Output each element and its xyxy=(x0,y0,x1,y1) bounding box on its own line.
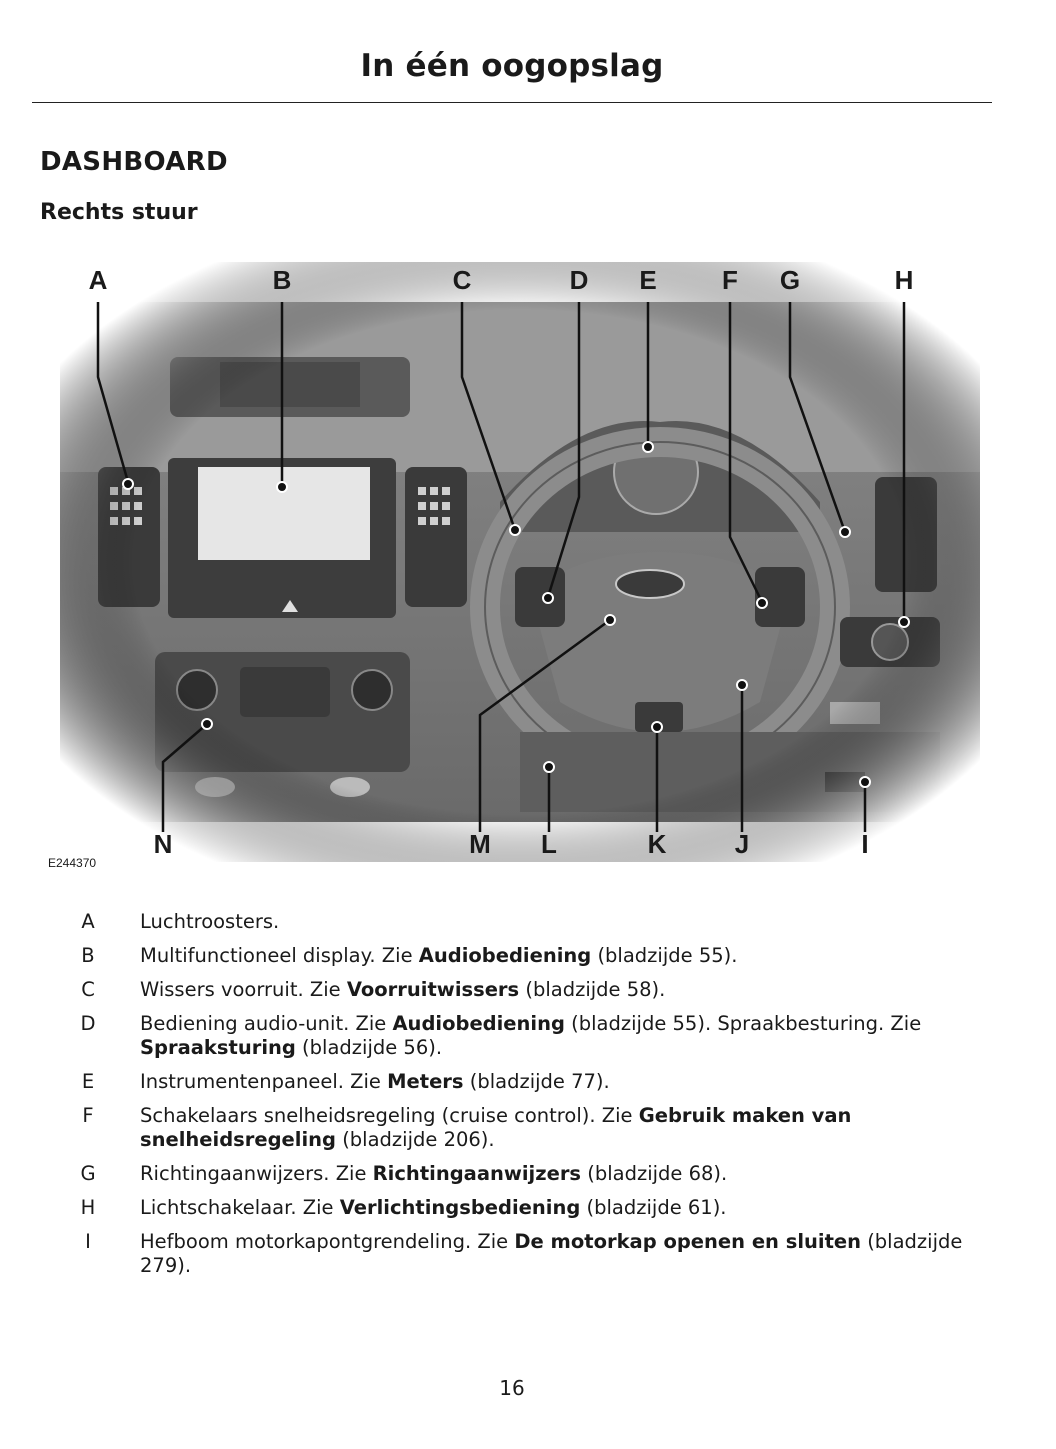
page-reference: Spraaksturing xyxy=(140,1036,296,1059)
page-number: 16 xyxy=(499,1376,525,1400)
legend-item: I Hefboom motorkapontgrendeling. Zie De … xyxy=(60,1230,990,1278)
callout-letter-m: M xyxy=(469,829,491,859)
page-reference: Gebruik maken van snelheidsregeling xyxy=(140,1104,852,1151)
legend-key: F xyxy=(82,1104,94,1127)
page-reference: De motorkap openen en sluiten xyxy=(514,1230,861,1253)
legend-list: A Luchtroosters. B Multifunctioneel disp… xyxy=(60,910,990,1288)
callout-letter-c: C xyxy=(453,265,472,295)
legend-key: C xyxy=(81,978,95,1001)
callout-line-c xyxy=(460,302,517,531)
page-header-title: In één oogopslag xyxy=(360,48,664,84)
callout-line-f xyxy=(728,302,764,603)
callout-line-n xyxy=(161,723,208,832)
dashboard-illustration: A B C D E F G H N M L K J I xyxy=(60,262,980,862)
page-reference: Meters xyxy=(387,1070,464,1093)
callout-line-d xyxy=(546,302,581,598)
callout-letter-b: B xyxy=(273,265,292,295)
dashboard-drawing: A B C D E F G H N M L K J I xyxy=(60,262,980,862)
subsection-title: Rechts stuur xyxy=(40,200,198,225)
callout-letter-k: K xyxy=(648,829,667,859)
page-reference: Audiobediening xyxy=(392,1012,565,1035)
page-reference: Audiobediening xyxy=(418,944,592,967)
legend-item: D Bediening audio-unit. Zie Audiobedieni… xyxy=(60,1012,990,1060)
callout-letter-f: F xyxy=(722,265,738,295)
legend-item: B Multifunctioneel display. Zie Audiobed… xyxy=(60,944,990,968)
callout-line-a xyxy=(96,302,130,483)
legend-item: A Luchtroosters. xyxy=(60,910,990,934)
legend-key: I xyxy=(85,1230,91,1253)
page-reference: Verlichtingsbediening xyxy=(339,1196,581,1219)
callout-letter-e: E xyxy=(639,265,656,295)
legend-item: F Schakelaars snelheidsregeling (cruise … xyxy=(60,1104,990,1152)
legend-item: G Richtingaanwijzers. Zie Richtingaanwij… xyxy=(60,1162,990,1186)
legend-item: H Lichtschakelaar. Zie Verlichtingsbedie… xyxy=(60,1196,990,1220)
page-header: In één oogopslag xyxy=(32,40,992,103)
legend-key: B xyxy=(81,944,95,967)
callout-letter-a: A xyxy=(89,265,108,295)
callout-letter-d: D xyxy=(570,265,589,295)
legend-item: E Instrumentenpaneel. Zie Meters (bladzi… xyxy=(60,1070,990,1094)
legend-item: C Wissers voorruit. Zie Voorruitwissers … xyxy=(60,978,990,1002)
legend-key: G xyxy=(80,1162,96,1185)
callout-letter-j: J xyxy=(735,829,749,859)
callout-letter-g: G xyxy=(780,265,800,295)
callout-letter-n: N xyxy=(154,829,173,859)
legend-key: E xyxy=(81,1070,95,1093)
legend-key: D xyxy=(80,1012,96,1035)
figure-code: E244370 xyxy=(48,856,97,870)
page-reference: Voorruitwissers xyxy=(346,978,520,1001)
callout-letter-h: H xyxy=(895,265,914,295)
callout-letter-i: I xyxy=(861,829,868,859)
legend-key: A xyxy=(81,910,95,933)
callout-line-g xyxy=(788,302,847,533)
legend-key: H xyxy=(80,1196,96,1219)
callout-letter-l: L xyxy=(541,829,557,859)
page-reference: Richtingaanwijzers xyxy=(372,1162,582,1185)
callout-line-m xyxy=(478,618,611,832)
section-title: DASHBOARD xyxy=(40,147,228,177)
